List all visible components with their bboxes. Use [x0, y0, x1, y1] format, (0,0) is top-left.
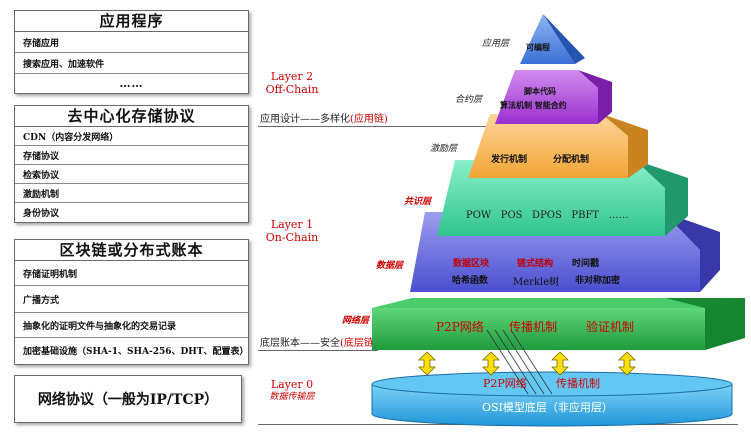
ledger-row-broadcast: 广播方式 — [15, 286, 248, 313]
storage-row-identity: 身份协议 — [23, 209, 60, 219]
incentive-item-distribute: 分配机制 — [553, 155, 590, 165]
data-tier-label: 数据层 — [376, 261, 404, 271]
consensus-tier-shape — [437, 160, 688, 236]
connector-lines — [486, 329, 553, 395]
contract-tier-label: 合约层 — [455, 95, 483, 105]
layer0-name: Layer 0 — [270, 378, 314, 391]
contract-tier-line1: 脚本代码 — [524, 86, 556, 96]
ledger-row-proof: 存储证明机制 — [15, 261, 248, 286]
network-tier-label: 网络层 — [342, 316, 370, 326]
network-item-verification: 验证机制 — [586, 320, 635, 334]
layer2-label: Layer 2 Off-Chain — [262, 70, 322, 96]
incentive-tier-label: 激励层 — [430, 144, 458, 154]
layer1-sub: On-Chain — [265, 231, 319, 244]
network-item-p2p: P2P网络 — [436, 320, 484, 334]
incentive-item-issue: 发行机制 — [491, 155, 528, 165]
base-ledger-text: 底层账本——安全 — [260, 338, 340, 349]
ledger-panel-title: 区块链或分布式账本 — [15, 240, 248, 261]
data-item-chain: 链式结构 — [517, 259, 554, 269]
data-item-timestamp: 时间戳 — [572, 259, 600, 269]
arrow-1 — [418, 351, 436, 376]
arrow-4 — [618, 351, 636, 376]
base-ledger-tag: (底层链) — [340, 338, 378, 349]
contract-tier-shape — [495, 70, 612, 124]
layer1-label: Layer 1 On-Chain — [262, 218, 322, 244]
storage-panel: 去中心化存储协议 CDN（内容分发网络） 存储协议 检索协议 激励机制 身份协议 — [14, 105, 249, 223]
data-item-asym: 非对称加密 — [575, 276, 621, 286]
base-item-p2p: P2P网络 — [483, 377, 527, 390]
layer0-sub: 数据传输层 — [269, 392, 315, 402]
data-item-merkle: Merkle树 — [513, 277, 560, 288]
storage-row-incentive: 激励机制 — [15, 184, 248, 203]
base-osi-text: OSI模型底层（非应用层） — [482, 401, 613, 414]
base-ledger-annotation: 底层账本——安全(底层链) — [260, 334, 378, 349]
storage-row-cdn: CDN（内容分发网络） — [15, 127, 248, 146]
storage-panel-title: 去中心化存储协议 — [15, 106, 248, 127]
arrows — [418, 351, 636, 376]
app-panel: 应用程序 存储应用 搜索应用、加速软件 …… — [14, 10, 249, 94]
app-row-storage: 存储应用 — [15, 32, 248, 53]
app-panel-title: 应用程序 — [15, 11, 248, 32]
storage-row-retrieval: 检索协议 — [15, 165, 248, 184]
app-row-search: 搜索应用、加速软件 — [15, 53, 248, 74]
network-protocol-box: 网络协议（一般为IP/TCP） — [14, 375, 242, 423]
layer1-name: Layer 1 — [270, 218, 314, 231]
consensus-items: POW POS DPOS PBFT …… — [466, 210, 629, 221]
base-item-propagation: 传播机制 — [556, 377, 600, 390]
app-design-tag: (应用链) — [350, 114, 388, 125]
base-ledger-line — [258, 350, 378, 351]
network-item-propagation: 传播机制 — [509, 320, 558, 334]
data-item-block: 数据区块 — [453, 259, 490, 269]
consensus-tier-label: 共识层 — [404, 197, 432, 207]
app-design-line — [258, 126, 500, 127]
ledger-row-crypto: 加密基础设施（SHA-1、SHA-256、DHT、配置表） — [23, 347, 249, 357]
ledger-row-abstract: 抽象化的证明文件与抽象化的交易记录 — [15, 313, 248, 338]
base-cylinder — [371, 371, 733, 427]
app-design-text: 应用设计——多样化 — [260, 114, 350, 125]
arrow-2 — [482, 351, 500, 376]
data-item-hash: 哈希函数 — [452, 276, 489, 286]
incentive-tier-shape — [468, 114, 648, 178]
app-tier-text: 可编程 — [526, 42, 550, 52]
layer2-name: Layer 2 — [270, 70, 314, 83]
app-tier-label: 应用层 — [482, 39, 510, 49]
arrow-3 — [551, 351, 569, 376]
contract-tier-line2: 算法机制 智能合约 — [500, 100, 567, 110]
layer0-label: Layer 0 数据传输层 — [262, 378, 322, 404]
ledger-panel: 区块链或分布式账本 存储证明机制 广播方式 抽象化的证明文件与抽象化的交易记录 … — [14, 239, 249, 365]
app-row-ellipsis: …… — [119, 76, 144, 90]
storage-row-protocol: 存储协议 — [15, 146, 248, 165]
network-tier-shape — [372, 298, 745, 350]
app-design-annotation: 应用设计——多样化(应用链) — [260, 110, 388, 125]
layer2-sub: Off-Chain — [265, 83, 319, 96]
app-tier-shape — [520, 14, 585, 64]
